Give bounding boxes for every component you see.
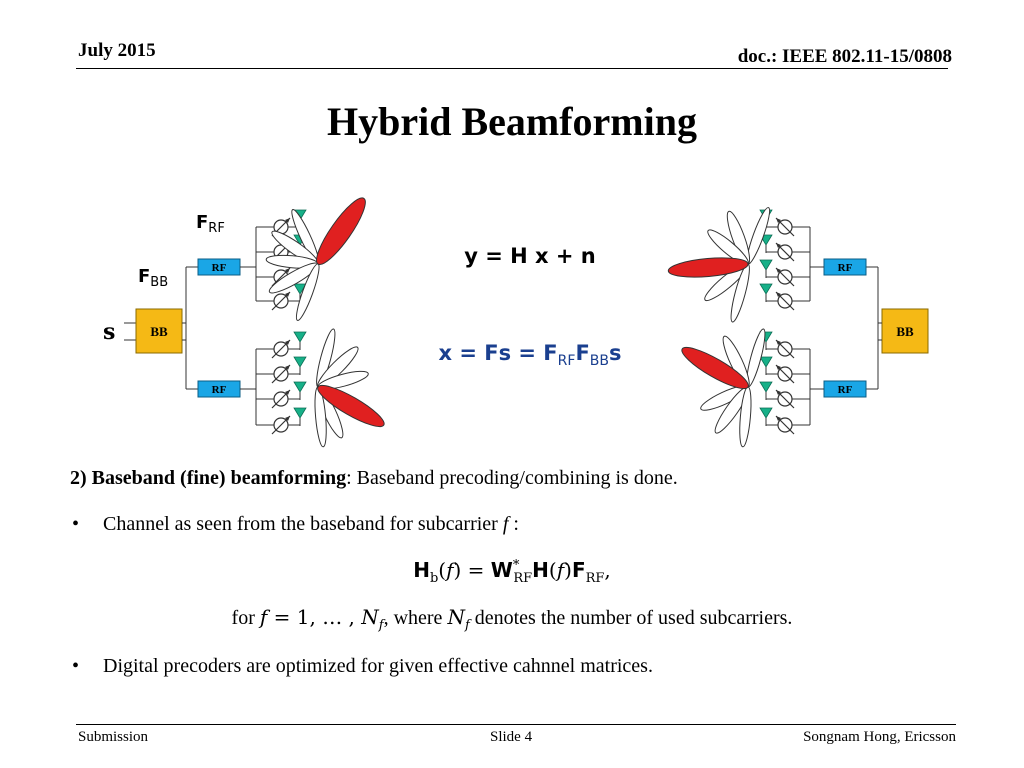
beam-pattern-rx-bottom [681,328,766,448]
header-doc-id: doc.: IEEE 802.11-15/0808 [737,46,952,67]
footer-divider [76,724,956,725]
bullet-marker: • [72,513,80,535]
rf-label: RF [212,384,227,396]
precoder-equation: x = Fs = FRFFBBs [438,341,621,369]
subcarrier-range-line: for f = 1, … , Nf, where Nf denotes the … [231,605,793,633]
beam-pattern-tx-top [265,197,366,321]
bullet-marker: • [72,655,80,677]
rf-label: RF [838,262,853,274]
channel-equation: y = H x + n [464,244,596,268]
footer-submission: Submission [78,729,149,745]
header-date: July 2015 [78,40,156,61]
beam-pattern-rx-top [667,207,771,323]
rf-label: RF [212,262,227,274]
rf-label: RF [838,384,853,396]
slide-title: Hybrid Beamforming [327,99,697,144]
header-divider [76,68,948,69]
signal-s-label: s [103,319,115,345]
frf-label: FRF [196,212,225,236]
baseband-heading: 2) Baseband (fine) beamforming: Baseband… [70,467,678,489]
fbb-label: FBB [138,266,168,290]
bb-box-tx [135,308,183,354]
bb-label-tx: BB [150,324,168,339]
footer-slide-number: Slide 4 [490,729,533,745]
bullet-digital-precoders: Digital precoders are optimized for give… [103,655,653,677]
beam-pattern-tx-bottom [314,328,385,448]
bb-box-rx [881,308,929,354]
footer-author: Songnam Hong, Ericsson [803,729,956,745]
hybrid-beamforming-diagram: FRF FBB s BB RF RF [103,197,929,448]
bullet-channel: Channel as seen from the baseband for su… [103,513,519,535]
effective-channel-formula: Hb(f) = W*RFH(f)FRF, [413,558,611,586]
bb-label-rx: BB [896,324,914,339]
